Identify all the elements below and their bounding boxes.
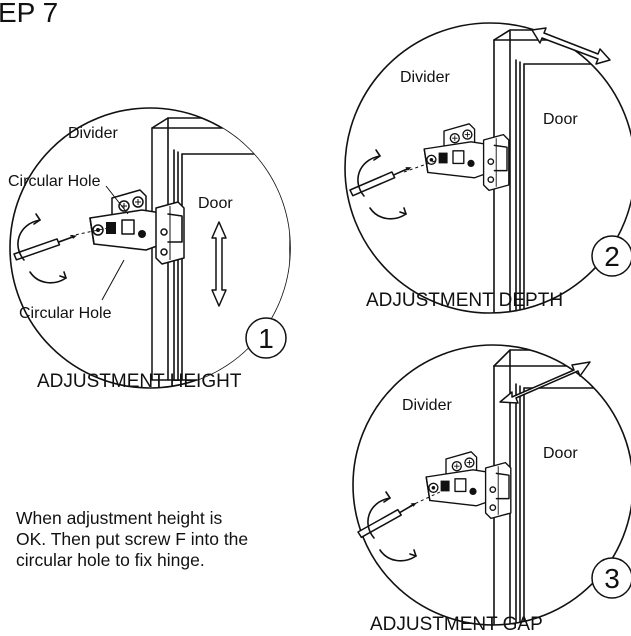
panel-2-caption: ADJUSTMENT DEPTH bbox=[366, 290, 563, 311]
panel-2-divider-label: Divider bbox=[400, 69, 450, 86]
panel-1-door-label: Door bbox=[198, 195, 233, 212]
panel-1-hole-bottom-label: Circular Hole bbox=[19, 305, 112, 322]
screwdriver-icon bbox=[12, 233, 80, 261]
panel-1-hole-top-label: Circular Hole bbox=[8, 173, 101, 190]
panel-2-double-arrow-icon bbox=[531, 27, 611, 65]
panel-2-door-label: Door bbox=[543, 111, 578, 128]
panel-2-number: 2 bbox=[604, 241, 620, 272]
panel-3-number: 3 bbox=[604, 563, 620, 594]
panel-1-number: 1 bbox=[258, 323, 274, 354]
panel-adjustment-depth: Divider Door 2 ADJUSTMENT DEPTH bbox=[344, 22, 631, 314]
panel-1-caption: ADJUSTMENT HEIGHT bbox=[37, 371, 242, 392]
panel-3-number-circle bbox=[591, 557, 631, 599]
panel-2-number-circle bbox=[591, 235, 631, 277]
panel-1-divider-label: Divider bbox=[68, 125, 118, 142]
panel-3-screwdriver-icon bbox=[353, 501, 423, 539]
panel-adjustment-height: Divider Circular Hole Door Circular Hole… bbox=[8, 107, 291, 392]
panel-1-number-circle bbox=[245, 317, 287, 359]
panel-3-caption: ADJUSTMENT GAP bbox=[370, 614, 543, 635]
instruction-note: When adjustment height is OK. Then put s… bbox=[16, 508, 249, 570]
step-header: EP 7 bbox=[0, 0, 58, 28]
panel-3-divider-label: Divider bbox=[402, 397, 452, 414]
panel-3-circle bbox=[352, 344, 631, 626]
panel-3-double-arrow-icon bbox=[499, 361, 591, 404]
panel-3-door-label: Door bbox=[543, 445, 578, 462]
panel-adjustment-gap: Divider Door 3 ADJUSTMENT GAP bbox=[352, 344, 631, 635]
double-arrow-icon bbox=[211, 221, 227, 307]
panel-2-circle bbox=[344, 22, 631, 314]
